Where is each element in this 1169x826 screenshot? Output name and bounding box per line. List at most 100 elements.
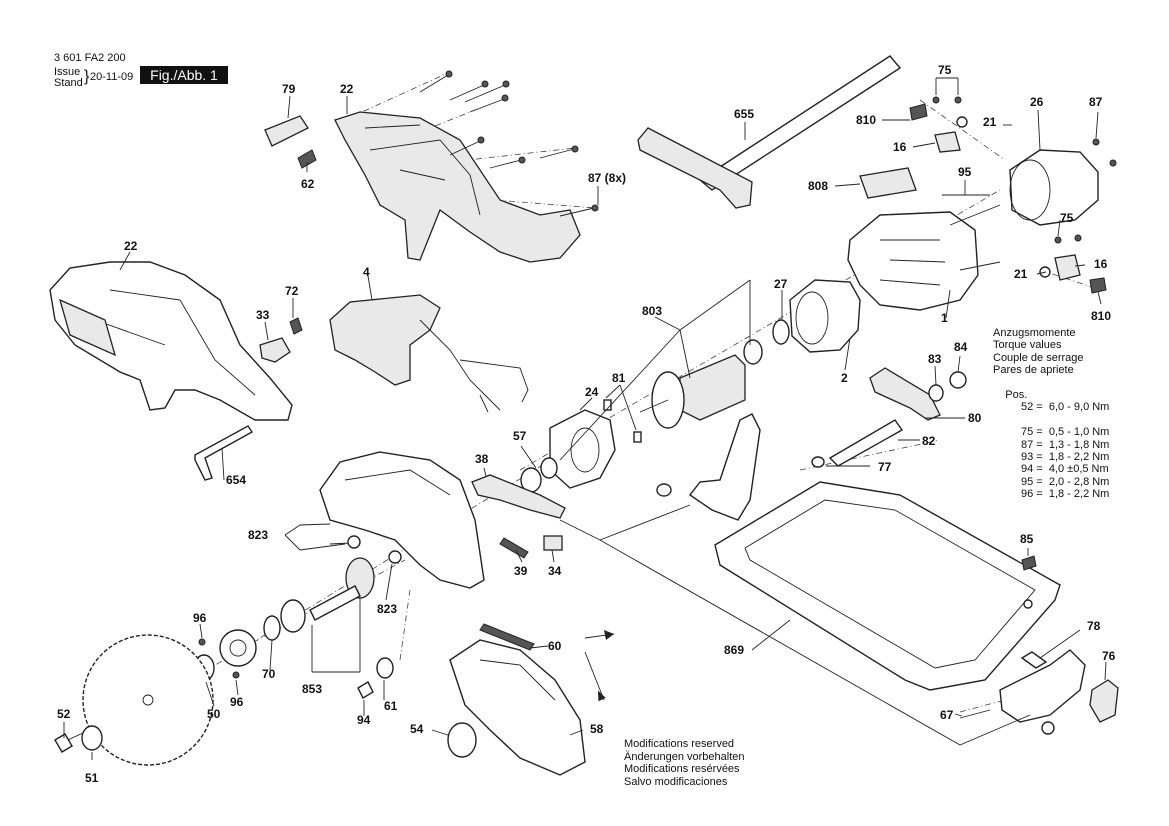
arrowheads-60 xyxy=(597,630,614,702)
stand-label: Stand xyxy=(54,77,83,89)
parallel-guide-655 xyxy=(637,55,902,209)
spindle-853 xyxy=(263,557,375,641)
spring-60 xyxy=(479,623,535,651)
part-label: 60 xyxy=(548,639,562,653)
saw-blade xyxy=(82,634,214,766)
part-label: 85 xyxy=(1020,532,1034,546)
depth-stop-bracket xyxy=(999,649,1086,735)
torque-row: 75 = 0,5 - 1,0 Nm xyxy=(1021,426,1110,439)
torque-row: 95 = 2,0 - 2,8 Nm xyxy=(1021,475,1110,488)
part-label: 54 xyxy=(410,722,424,736)
end-cap-79 xyxy=(264,115,309,147)
part-label: 33 xyxy=(256,308,270,322)
issue-date: 20-11-09 xyxy=(90,71,134,83)
part-label: 96 xyxy=(193,611,207,625)
part-label: 823 xyxy=(248,528,269,542)
fan-baffle-24 xyxy=(549,409,616,489)
brace-glyph: } xyxy=(84,68,90,85)
electronics-module-4 xyxy=(329,294,529,413)
lower-guard-58 xyxy=(449,639,586,776)
screws-87 xyxy=(419,70,599,217)
motor-housing-1 xyxy=(847,211,979,311)
torque-pos-header: Pos. xyxy=(1005,389,1028,402)
spring-72 xyxy=(289,317,303,335)
part-label: 803 xyxy=(642,304,663,318)
torque-title: Anzugsmomente xyxy=(993,327,1076,339)
screws-823 xyxy=(329,535,402,564)
screw-85 xyxy=(1021,555,1037,571)
part-label: 1 xyxy=(941,311,948,325)
torque-row: 52 = 6,0 - 9,0 Nm xyxy=(1021,401,1110,414)
part-label: 80 xyxy=(968,411,982,425)
brush-holder-16-bottom xyxy=(1039,254,1107,294)
part-label: 72 xyxy=(285,284,299,298)
part-label: 4 xyxy=(363,265,370,279)
part-label: 57 xyxy=(513,429,527,443)
part-label: 94 xyxy=(357,713,371,727)
torque-row: 94 = 4,0 ±0,5 Nm xyxy=(1021,463,1109,476)
ring-57 xyxy=(520,457,558,493)
part-label: 869 xyxy=(724,643,745,657)
part-label: 810 xyxy=(1091,309,1112,323)
part-label: 76 xyxy=(1102,649,1116,663)
part-label: 61 xyxy=(384,699,398,713)
pin-67 xyxy=(959,709,991,719)
bevel-lever-80 xyxy=(869,367,941,421)
part-label: 58 xyxy=(590,722,604,736)
part-label: 27 xyxy=(774,277,788,291)
modifications-line: Modifications resérvées xyxy=(624,763,740,775)
part-label: 34 xyxy=(548,564,562,578)
part-label: 21 xyxy=(1014,267,1028,281)
blade-guard xyxy=(319,451,485,589)
part-label: 655 xyxy=(734,107,755,121)
part-label: 21 xyxy=(983,115,997,129)
knob-84 xyxy=(949,371,967,389)
handle-half-lower-22 xyxy=(49,261,293,421)
bearing-27 xyxy=(772,319,790,345)
part-label: 70 xyxy=(262,667,276,681)
part-label: 83 xyxy=(928,352,942,366)
torque-row: 93 = 1,8 - 2,2 Nm xyxy=(1021,451,1110,464)
screws-95 xyxy=(942,194,1001,271)
motor-cap-26 xyxy=(1009,149,1099,226)
part-label: 82 xyxy=(922,434,936,448)
clamp-lever-76 xyxy=(1089,679,1119,723)
issue-label: Issue xyxy=(54,66,81,78)
part-label: 95 xyxy=(958,165,972,179)
bevel-quadrant xyxy=(656,413,761,521)
part-label: 16 xyxy=(893,140,907,154)
part-label: 654 xyxy=(226,473,247,487)
part-label: 67 xyxy=(940,708,954,722)
part-label: 84 xyxy=(954,340,968,354)
nut-83 xyxy=(928,384,944,402)
part-label: 16 xyxy=(1094,257,1108,271)
part-label: 50 xyxy=(207,707,221,721)
part-label: 39 xyxy=(514,564,528,578)
armature-803 xyxy=(639,339,763,429)
part-label: 853 xyxy=(302,682,323,696)
allen-key-654 xyxy=(194,425,254,481)
torque-title: Pares de apriete xyxy=(993,364,1074,377)
part-label: 62 xyxy=(301,177,315,191)
part-label: 77 xyxy=(878,460,892,474)
clamp-washer-51 xyxy=(81,725,103,751)
part-label: 81 xyxy=(612,371,626,385)
part-label: 22 xyxy=(124,239,138,253)
part-label: 38 xyxy=(475,452,489,466)
flange-70 xyxy=(219,629,257,667)
part-label: 75 xyxy=(1060,211,1074,225)
part-label: 808 xyxy=(808,179,829,193)
part-label: 79 xyxy=(282,82,296,96)
screws-87-cap xyxy=(1092,138,1117,167)
part-label: 78 xyxy=(1087,619,1101,633)
washer-77 xyxy=(811,456,825,468)
part-label: 823 xyxy=(377,602,398,616)
screw-94 xyxy=(357,681,374,699)
handle-half-upper-22 xyxy=(334,111,581,263)
modifications-note: Modifications reserved Änderungen vorbeh… xyxy=(624,738,744,788)
doc-number: 3 601 FA2 200 xyxy=(54,52,126,64)
screws-75 xyxy=(932,96,1082,244)
guide-plate-38 xyxy=(471,474,566,519)
